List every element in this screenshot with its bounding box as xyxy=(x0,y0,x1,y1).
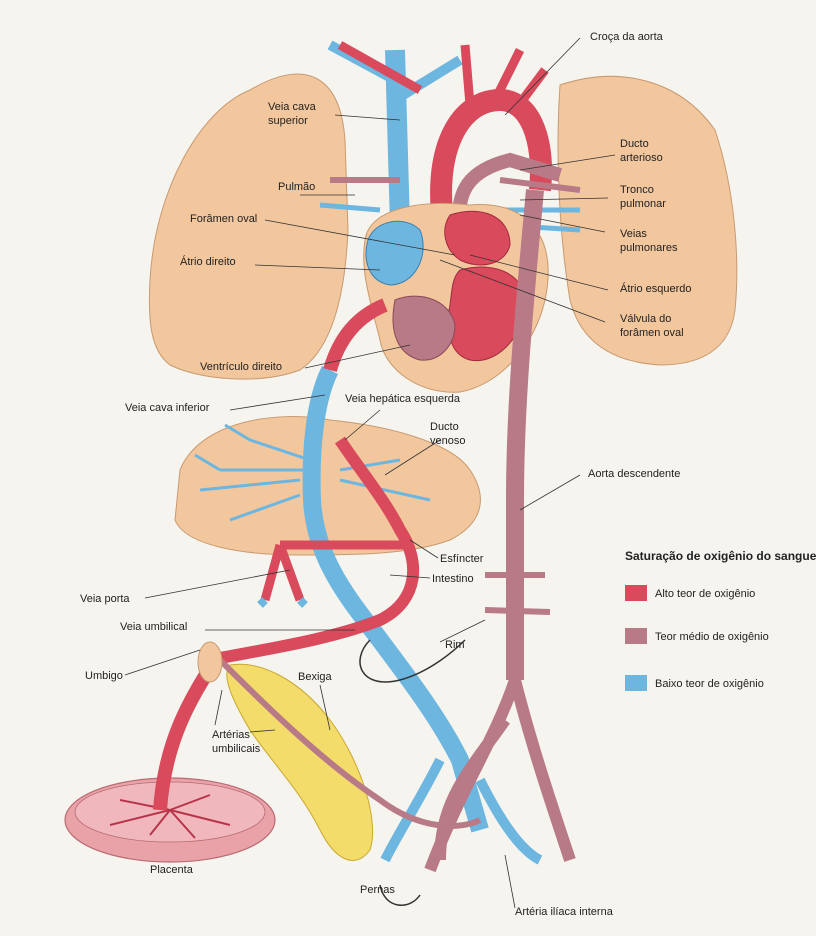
ivc-to-heart xyxy=(330,305,385,370)
legend: Saturação de oxigênio do sangue Alto teo… xyxy=(625,549,816,691)
label-veia-cava-superior-1: Veia cava xyxy=(268,101,317,113)
iliac-arteries xyxy=(430,680,570,870)
label-atrio-direito: Átrio direito xyxy=(180,255,236,268)
label-bexiga: Bexiga xyxy=(298,671,333,683)
label-foramen-oval: Forâmen oval xyxy=(190,213,257,225)
label-esfincter: Esfíncter xyxy=(440,553,484,565)
label-veia-hepatica: Veia hepática esquerda xyxy=(345,393,461,405)
label-ventriculo-direito: Ventrículo direito xyxy=(200,361,282,373)
label-ducto-arterioso-2: arterioso xyxy=(620,152,663,164)
portal-vein-blue xyxy=(260,600,305,605)
label-tronco-pulmonar-1: Tronco xyxy=(620,184,654,196)
placenta-surface xyxy=(75,782,265,842)
label-valvula-1: Válvula do xyxy=(620,313,671,325)
label-pernas: Pernas xyxy=(360,884,395,896)
legend-swatch-low xyxy=(625,675,647,691)
label-veias-pulmonares-2: pulmonares xyxy=(620,242,678,254)
label-veia-cava-inferior: Veia cava inferior xyxy=(125,402,210,414)
legend-label-medium: Teor médio de oxigênio xyxy=(655,631,769,643)
label-umbigo: Umbigo xyxy=(85,670,123,682)
label-tronco-pulmonar-2: pulmonar xyxy=(620,198,666,210)
label-placenta: Placenta xyxy=(150,864,194,876)
label-ducto-venoso-2: venoso xyxy=(430,435,465,447)
legend-label-high: Alto teor de oxigênio xyxy=(655,588,755,600)
legend-label-low: Baixo teor de oxigênio xyxy=(655,678,764,690)
label-ducto-arterioso-1: Ducto xyxy=(620,138,649,150)
label-arteria-iliaca: Artéria ilíaca interna xyxy=(515,906,614,918)
label-intestino: Intestino xyxy=(432,573,474,585)
legend-swatch-medium xyxy=(625,628,647,644)
label-aorta-descendente: Aorta descendente xyxy=(588,468,680,480)
label-rim: Rim xyxy=(445,639,465,651)
label-croca-aorta: Croça da aorta xyxy=(590,31,664,43)
label-arterias-2: umbilicais xyxy=(212,743,261,755)
label-valvula-2: forâmen oval xyxy=(620,327,684,339)
legend-swatch-high xyxy=(625,585,647,601)
legend-title: Saturação de oxigênio do sangue xyxy=(625,549,816,563)
label-atrio-esquerdo: Átrio esquerdo xyxy=(620,282,692,295)
right-lung xyxy=(149,74,348,379)
umbilicus xyxy=(198,642,222,682)
label-ducto-venoso-1: Ducto xyxy=(430,421,459,433)
label-veia-porta: Veia porta xyxy=(80,593,130,605)
label-veia-umbilical: Veia umbilical xyxy=(120,621,187,633)
label-arterias-1: Artérias xyxy=(212,729,250,741)
label-veias-pulmonares-1: Veias xyxy=(620,228,647,240)
label-pulmao: Pulmão xyxy=(278,181,315,193)
label-veia-cava-superior-2: superior xyxy=(268,115,308,127)
